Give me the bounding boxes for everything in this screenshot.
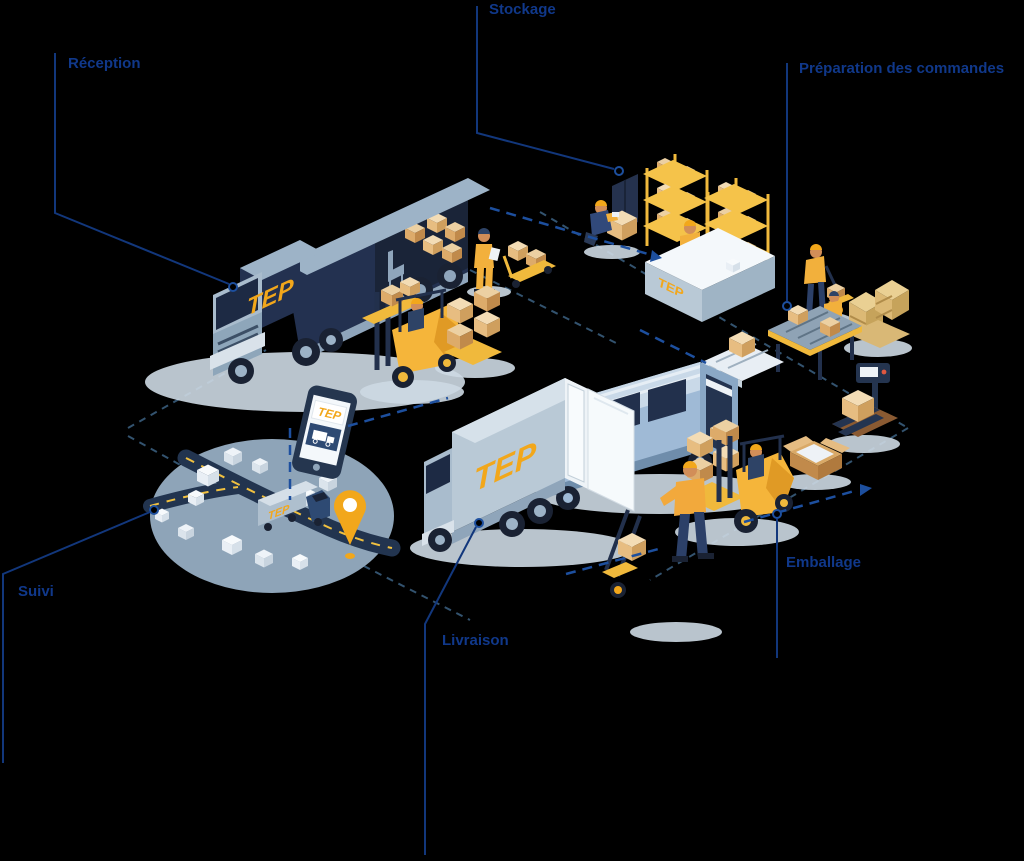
- weighing-scale: [832, 363, 898, 437]
- map-truck: TEP: [258, 481, 330, 531]
- open-packing-box: [783, 436, 850, 480]
- phone-truck-icon: [311, 429, 335, 447]
- worker-delivery: [602, 461, 714, 598]
- forklift-driver-2: [748, 444, 764, 480]
- receiving-check: [584, 174, 638, 246]
- forklift-driver: [408, 298, 424, 332]
- tracking-map: TEP: [143, 439, 401, 593]
- flow-paths-bright: [288, 206, 872, 576]
- callout-lines: [1, 6, 792, 855]
- pallet-jack: [502, 241, 556, 288]
- reception-desk: TEP: [645, 220, 775, 322]
- tracking-phone: TEP: [292, 385, 357, 479]
- conveyor-packing: [768, 291, 862, 380]
- wooden-crates: [848, 280, 910, 348]
- tep-logo-phone: TEP: [317, 404, 344, 423]
- pallet-boxes-stack: [444, 285, 502, 365]
- label-preparation: Préparation des commandes: [799, 60, 1005, 77]
- label-suivi: Suivi: [18, 583, 54, 600]
- label-livraison: Livraison: [442, 632, 509, 649]
- forklift-packing: [682, 419, 794, 533]
- label-stockage: Stockage: [489, 1, 556, 18]
- worker-scanner: [584, 200, 619, 246]
- label-emballage: Emballage: [786, 554, 862, 571]
- label-reception: Réception: [68, 55, 141, 72]
- semi-truck: TEP: [210, 178, 490, 384]
- location-pin-icon: [334, 490, 366, 559]
- chair-in-trailer: [388, 250, 404, 292]
- delivery-truck: TEP: [422, 378, 635, 552]
